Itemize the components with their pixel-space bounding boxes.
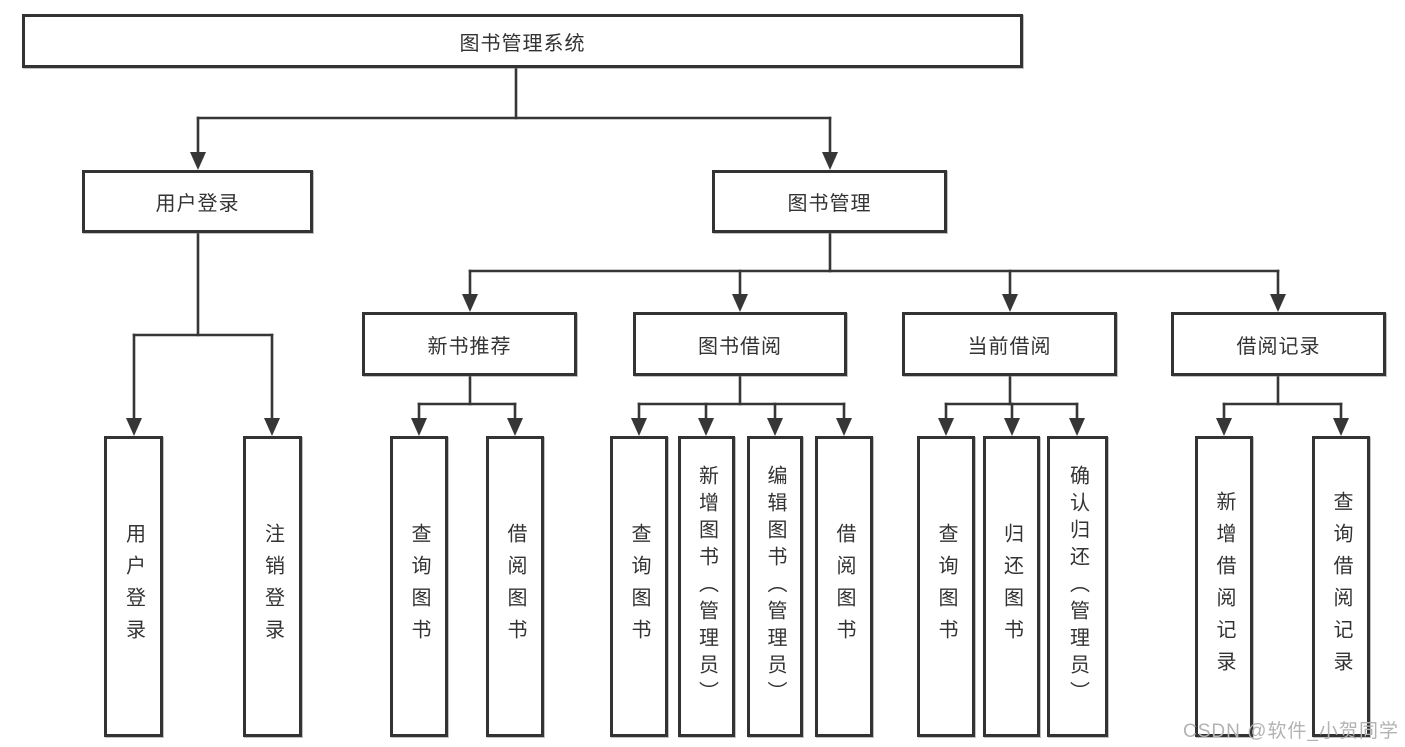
leaf-borrow-books-borrow: 借阅图书 (815, 436, 873, 737)
leaf-query-books-borrow: 查询图书 (610, 436, 668, 737)
node-root-label: 图书管理系统 (459, 32, 586, 55)
leaf-borrow-books-recommend-label: 借阅图书 (504, 522, 526, 651)
node-current-borrow: 当前借阅 (902, 312, 1117, 376)
node-book-management: 图书管理 (712, 170, 947, 233)
leaf-query-books-recommend: 查询图书 (390, 436, 448, 737)
leaf-query-borrow-record: 查询借阅记录 (1312, 436, 1370, 737)
node-user-login: 用户登录 (82, 170, 313, 233)
leaf-query-books-current-label: 查询图书 (935, 522, 957, 651)
node-root: 图书管理系统 (22, 14, 1023, 68)
node-new-book-recommend-label: 新书推荐 (427, 335, 512, 358)
leaf-add-book-admin: 新增图书（管理员） (678, 436, 735, 737)
node-user-login-label: 用户登录 (155, 193, 240, 215)
node-borrow-records: 借阅记录 (1171, 312, 1386, 376)
leaf-logout-label: 注销登录 (261, 522, 284, 651)
leaf-confirm-return-admin: 确认归还（管理员） (1047, 436, 1108, 737)
node-book-management-label: 图书管理 (787, 193, 872, 215)
node-new-book-recommend: 新书推荐 (362, 312, 577, 376)
leaf-user-login: 用户登录 (104, 436, 163, 737)
leaf-add-borrow-record: 新增借阅记录 (1195, 436, 1253, 737)
leaf-query-books-recommend-label: 查询图书 (408, 522, 430, 651)
leaf-return-book: 归还图书 (983, 436, 1040, 737)
node-book-borrow: 图书借阅 (633, 312, 847, 376)
node-borrow-records-label: 借阅记录 (1236, 335, 1321, 358)
node-book-borrow-label: 图书借阅 (698, 335, 782, 358)
leaf-edit-book-admin-label: 编辑图书（管理员） (764, 465, 786, 708)
leaf-return-book-label: 归还图书 (1000, 522, 1023, 651)
leaf-query-books-current: 查询图书 (917, 436, 975, 737)
leaf-add-book-admin-label: 新增图书（管理员） (695, 465, 718, 708)
leaf-logout: 注销登录 (243, 436, 302, 737)
leaf-edit-book-admin: 编辑图书（管理员） (747, 436, 803, 737)
csdn-watermark: CSDN @软件_小贺同学 (1183, 721, 1399, 742)
node-current-borrow-label: 当前借阅 (967, 335, 1052, 358)
leaf-query-books-borrow-label: 查询图书 (628, 522, 650, 651)
leaf-user-login-label: 用户登录 (122, 522, 145, 651)
leaf-query-borrow-record-label: 查询借阅记录 (1330, 490, 1352, 683)
leaf-borrow-books-borrow-label: 借阅图书 (833, 522, 855, 651)
leaf-add-borrow-record-label: 新增借阅记录 (1213, 490, 1235, 683)
leaf-confirm-return-admin-label: 确认归还（管理员） (1066, 465, 1089, 708)
leaf-borrow-books-recommend: 借阅图书 (486, 436, 544, 737)
